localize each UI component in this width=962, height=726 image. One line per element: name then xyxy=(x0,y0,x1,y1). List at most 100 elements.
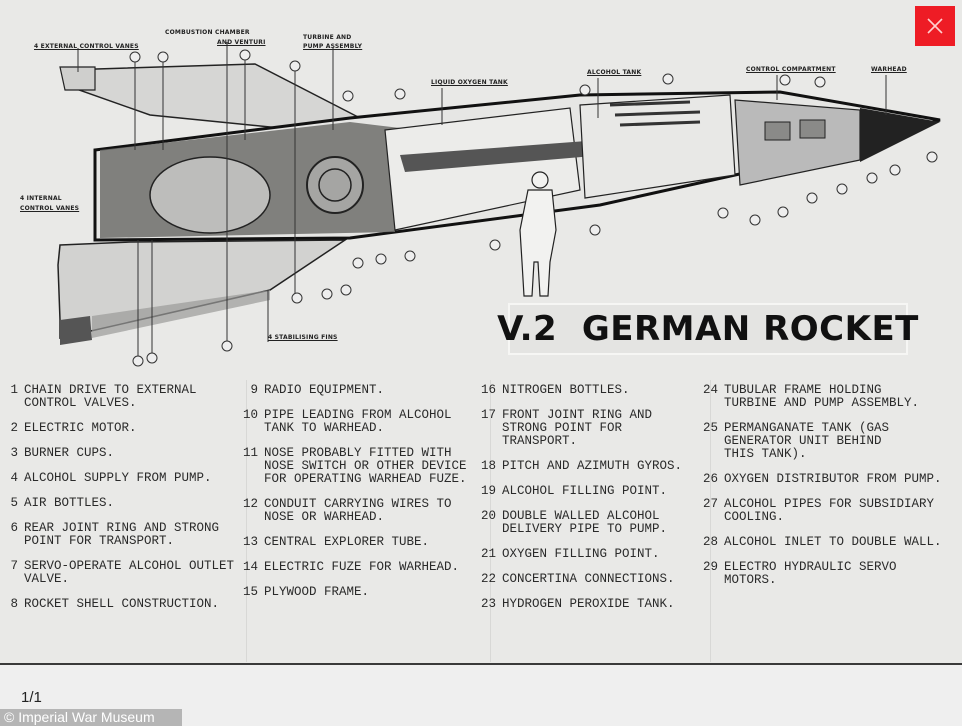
legend-item-number: 25 xyxy=(702,421,718,435)
legend-item-number: 20 xyxy=(480,509,496,523)
legend-item: 1 CHAIN DRIVE TO EXTERNAL CONTROL VALVES. xyxy=(0,384,245,410)
rocket-cutaway-diagram xyxy=(57,42,941,367)
callout-number-circles xyxy=(129,49,938,367)
explorer-tube xyxy=(400,140,605,172)
legend-item-text: OXYGEN DISTRIBUTOR FROM PUMP. xyxy=(724,472,942,486)
radio-equipment xyxy=(764,121,791,141)
legend-item-text: ALCOHOL FILLING POINT. xyxy=(502,484,668,498)
legend-item-text: REAR JOINT RING AND STRONG POINT FOR TRA… xyxy=(24,521,220,548)
diagram-title-box: V.2 GERMAN ROCKET xyxy=(497,303,918,355)
callout-warhead: WARHEAD xyxy=(871,66,907,73)
legend-item-number: 11 xyxy=(242,446,258,460)
callout-internal-vanes: 4 INTERNAL xyxy=(20,195,62,202)
legend-item: 18 PITCH AND AZIMUTH GYROS. xyxy=(478,460,710,473)
callout-alcohol-tank: ALCOHOL TANK xyxy=(587,69,642,76)
image-frame: 4 EXTERNAL CONTROL VANES COMBUSTION CHAM… xyxy=(0,29,962,665)
legend-item-number: 19 xyxy=(480,484,496,498)
legend-item-number: 26 xyxy=(702,472,718,486)
legend-item-number: 14 xyxy=(242,560,258,574)
legend-item-number: 23 xyxy=(480,597,496,611)
legend-item-number: 5 xyxy=(10,496,18,510)
legend-item-text: ALCOHOL PIPES FOR SUBSIDIARY COOLING. xyxy=(724,497,935,524)
legend-item: 2 ELECTRIC MOTOR. xyxy=(0,422,245,435)
legend-item-number: 28 xyxy=(702,535,718,549)
legend-item-number: 27 xyxy=(702,497,718,511)
legend-item-text: TUBULAR FRAME HOLDING TURBINE AND PUMP A… xyxy=(724,383,920,410)
legend-item-text: ELECTRIC FUZE FOR WARHEAD. xyxy=(264,560,460,574)
callout-combustion-chamber: COMBUSTION CHAMBER xyxy=(165,29,250,36)
legend-column-1: 1 CHAIN DRIVE TO EXTERNAL CONTROL VALVES.… xyxy=(0,384,245,623)
legend-item-text: ELECTRIC MOTOR. xyxy=(24,421,137,435)
close-icon xyxy=(927,18,943,34)
image-credit: © Imperial War Museum xyxy=(0,709,182,726)
legend-item-number: 22 xyxy=(480,572,496,586)
legend-item-text: ELECTRO HYDRAULIC SERVO MOTORS. xyxy=(724,560,897,587)
legend-item-number: 18 xyxy=(480,459,496,473)
legend-item-number: 17 xyxy=(480,408,496,422)
legend-item-number: 10 xyxy=(242,408,258,422)
legend-item-number: 12 xyxy=(242,497,258,511)
callout-venturi: AND VENTURI xyxy=(217,39,266,46)
turbine xyxy=(306,156,364,214)
legend-item-number: 1 xyxy=(10,383,18,397)
image-counter: 1/1 xyxy=(21,689,42,706)
diagram-title: V.2 GERMAN ROCKET xyxy=(497,309,919,349)
legend-item-text: ROCKET SHELL CONSTRUCTION. xyxy=(24,597,220,611)
legend-item: 12 CONDUIT CARRYING WIRES TO NOSE OR WARH… xyxy=(240,498,490,524)
legend-item: 23 HYDROGEN PEROXIDE TANK. xyxy=(478,598,710,611)
legend-item-number: 29 xyxy=(702,560,718,574)
legend-item-text: PERMANGANATE TANK (GAS GENERATOR UNIT BE… xyxy=(724,421,890,461)
callout-turbine: TURBINE AND xyxy=(303,34,352,41)
upper-fin-outline xyxy=(59,66,96,91)
legend-item-number: 7 xyxy=(10,559,18,573)
legend-item-text: DOUBLE WALLED ALCOHOL DELIVERY PIPE TO P… xyxy=(502,509,668,536)
legend-item: 17 FRONT JOINT RING AND STRONG POINT FOR … xyxy=(478,409,710,448)
legend-divider xyxy=(246,380,247,662)
legend-item-number: 9 xyxy=(250,383,258,397)
lower-fin-dark xyxy=(60,316,92,345)
legend-item: 13 CENTRAL EXPLORER TUBE. xyxy=(240,536,490,549)
legend-item-text: BURNER CUPS. xyxy=(24,446,115,460)
legend-item-text: PITCH AND AZIMUTH GYROS. xyxy=(502,459,683,473)
legend-item-number: 4 xyxy=(10,471,18,485)
man-figure xyxy=(519,171,557,297)
leader-lines xyxy=(77,42,887,360)
legend-item-text: FRONT JOINT RING AND STRONG POINT FOR TR… xyxy=(502,408,653,448)
control-compartment xyxy=(734,99,861,186)
legend-item-text: HYDROGEN PEROXIDE TANK. xyxy=(502,597,675,611)
legend-item: 25 PERMANGANATE TANK (GAS GENERATOR UNIT … xyxy=(700,422,962,461)
legend-item-text: CENTRAL EXPLORER TUBE. xyxy=(264,535,430,549)
legend-item-text: CHAIN DRIVE TO EXTERNAL CONTROL VALVES. xyxy=(24,383,197,410)
legend-item-number: 2 xyxy=(10,421,18,435)
legend-item: 27 ALCOHOL PIPES FOR SUBSIDIARY COOLING. xyxy=(700,498,962,524)
legend-item-number: 13 xyxy=(242,535,258,549)
callout-pump-assembly: PUMP ASSEMBLY xyxy=(303,43,363,50)
lower-fin-shade xyxy=(92,290,270,338)
combustion-chamber xyxy=(149,156,271,234)
legend-item-text: NITROGEN BOTTLES. xyxy=(502,383,630,397)
legend-item-text: CONDUIT CARRYING WIRES TO NOSE OR WARHEA… xyxy=(264,497,452,524)
legend-item-text: OXYGEN FILLING POINT. xyxy=(502,547,660,561)
callout-control-compartment: CONTROL COMPARTMENT xyxy=(746,66,836,73)
upper-fin xyxy=(64,63,363,131)
legend-item-text: PLYWOOD FRAME. xyxy=(264,585,370,599)
warhead xyxy=(860,108,940,162)
legend-item: 19 ALCOHOL FILLING POINT. xyxy=(478,485,710,498)
legend-item: 20 DOUBLE WALLED ALCOHOL DELIVERY PIPE TO… xyxy=(478,510,710,536)
legend-item-number: 15 xyxy=(242,585,258,599)
close-button[interactable] xyxy=(915,6,955,46)
